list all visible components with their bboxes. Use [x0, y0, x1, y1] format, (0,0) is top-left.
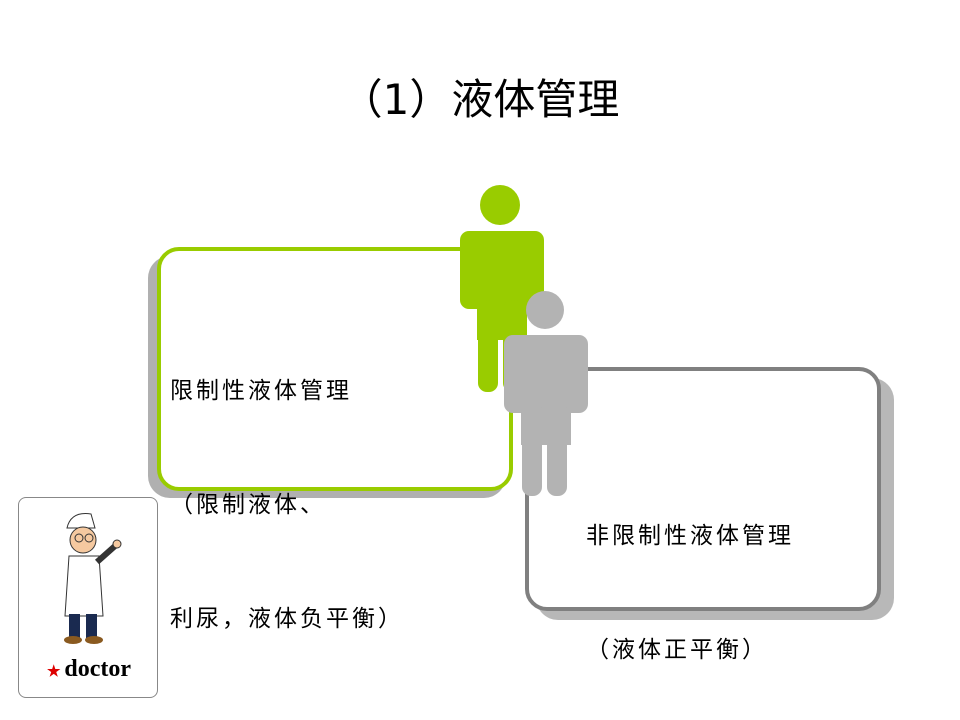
text-line: （限制液体、	[170, 492, 326, 518]
text-line: 非限制性液体管理	[586, 523, 794, 549]
green-person-icon	[460, 185, 544, 392]
gray-person-icon	[504, 291, 588, 496]
doctor-illustration-icon	[64, 513, 122, 644]
right-card-text: 非限制性液体管理 （液体正平衡）	[586, 441, 794, 707]
doctor-label-text: doctor	[64, 656, 132, 682]
star-icon: ★	[46, 664, 61, 680]
left-card	[157, 247, 513, 491]
text-line: 限制性液体管理	[170, 378, 352, 404]
doctor-card: ★doctor	[18, 497, 158, 698]
text-line: （液体正平衡）	[586, 637, 768, 663]
doctor-label: ★doctor	[19, 656, 159, 683]
slide-title: （1）液体管理	[340, 75, 620, 124]
text-line: 利尿，液体负平衡）	[170, 606, 404, 632]
left-card-text: 限制性液体管理 （限制液体、 利尿，液体负平衡）	[170, 296, 404, 676]
